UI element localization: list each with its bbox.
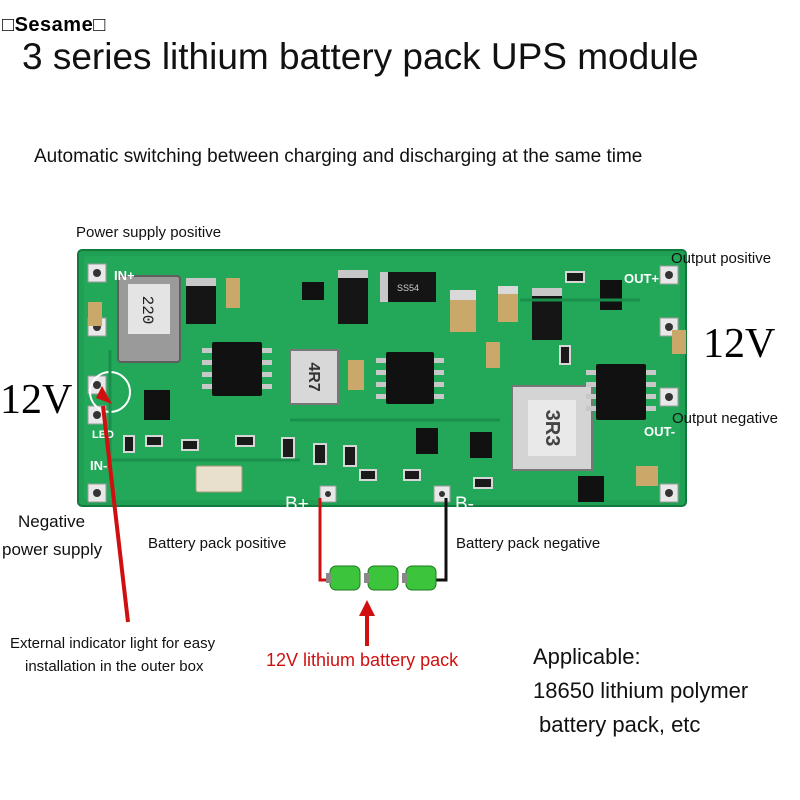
svg-text:220: 220 [138,296,156,325]
label-output-negative: Output negative [672,410,778,427]
inductor-220: 220 [117,275,181,363]
svg-text:IN-: IN- [90,458,107,473]
label-negative-power-supply-2: power supply [2,540,103,559]
label-negative-power-supply-1: Negative [18,512,86,531]
svg-text:SS54: SS54 [397,283,419,293]
svg-text:OUT-: OUT- [644,424,675,439]
inductor-3r3: 3R3 [511,385,593,471]
brand-logo: □Sesame□ [2,14,106,36]
inductor-4r7: 4R7 [289,349,339,405]
battery-terminal-labels: B+ B- [285,494,474,515]
label-output-positive: Output positive [671,250,772,267]
label-power-supply-positive: Power supply positive [76,224,222,241]
indicator-arrow-head [96,386,112,404]
label-battery-pack: 12V lithium battery pack [266,650,459,670]
applicable-heading: Applicable: [533,644,641,669]
svg-text:OUT+: OUT+ [624,271,659,286]
battery-arrow-head [359,600,375,616]
svg-text:IN+: IN+ [114,268,135,283]
svg-text:LED: LED [92,429,114,441]
indicator-arrow [101,405,130,623]
applicable-line-3: battery pack, etc [539,712,701,737]
voltage-input: 12V [0,377,73,423]
svg-text:4R7: 4R7 [305,362,322,391]
applicable-block: Applicable: 18650 lithium polymer batter… [533,640,748,742]
applicable-line-2: 18650 lithium polymer [533,678,749,703]
battery-cell [402,565,437,591]
page-subtitle: Automatic switching between charging and… [34,146,643,167]
svg-text:3R3: 3R3 [541,410,563,447]
voltage-output: 12V [703,321,776,367]
diodes: SS54 [186,270,562,340]
svg-text:B-: B- [455,494,474,515]
label-indicator-line1: External indicator light for easy [10,635,216,652]
resistors [123,271,585,489]
capacitors [88,278,686,493]
battery-cell [364,565,399,591]
page-title: 3 series lithium battery pack UPS module [22,36,699,77]
ic-pins [202,348,656,411]
label-battery-pack-positive: Battery pack positive [148,535,287,552]
svg-text:B+: B+ [285,494,309,515]
battery-cells [326,565,437,591]
silkscreen-labels: IN+ IN- OUT+ OUT- LED [90,268,675,473]
label-battery-pack-negative: Battery pack negative [456,535,601,552]
label-indicator-line2: installation in the outer box [25,658,204,675]
battery-cell [326,565,361,591]
ic-chips [144,280,646,502]
